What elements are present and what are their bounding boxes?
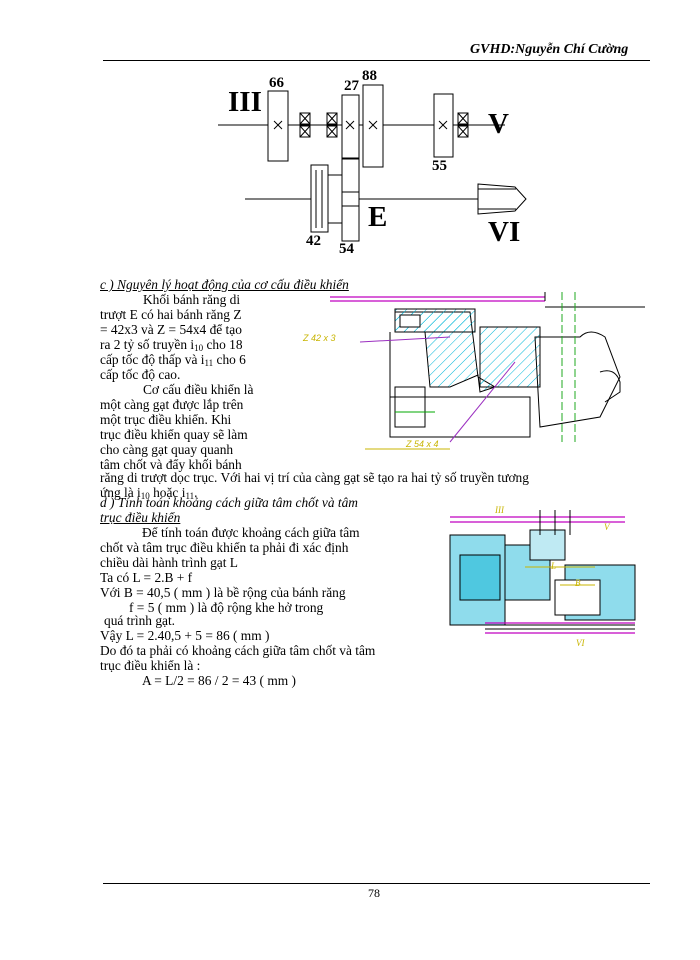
section-label-vi: VI (576, 638, 585, 648)
section-label-v: V (604, 522, 610, 532)
section-d-line: f = 5 ( mm ) là độ rộng khe hở trong (129, 600, 324, 615)
fork-label-z42: Z 42 x 3 (303, 333, 336, 343)
gear-55-label: 55 (432, 158, 447, 174)
fork-drawing (330, 292, 645, 450)
header-advisor: GVHD:Nguyễn Chí Cường (470, 42, 629, 57)
section-d-line: trục điều khiển là : (100, 658, 201, 673)
section-d-line: Để tính toán được khoảng cách giữa tâm (142, 525, 360, 540)
section-c-line: cấp tốc độ cao. (100, 367, 181, 382)
section-c-line: trục điều khiển quay sẽ làm (100, 427, 248, 442)
section-d-line: Với B = 40,5 ( mm ) là bề rộng của bánh … (100, 585, 346, 600)
shaft-vi-label: VI (488, 216, 521, 248)
section-c-line: = 42x3 và Z = 54x4 để tạo (100, 322, 242, 337)
section-d-title: trục điều khiển (100, 510, 181, 525)
section-d-line: chiều dài hành trình gạt L (100, 555, 238, 570)
section-d-line: chốt và tâm trục điều khiển ta phải đi x… (100, 540, 349, 555)
section-c-line: Cơ cấu điều khiển là (143, 382, 254, 397)
block-e-label: E (368, 201, 388, 233)
gear-42-label: 42 (306, 233, 321, 249)
section-label-l: L (551, 561, 557, 571)
section-c-line: răng di trượt dọc trục. Với hai vị trí c… (100, 470, 529, 485)
gear-54-label: 54 (339, 241, 354, 257)
gear-diagram (218, 84, 527, 242)
section-d-line: Vậy L = 2.40,5 + 5 = 86 ( mm ) (100, 628, 270, 643)
section-c-line: Khối bánh răng di (143, 292, 241, 307)
section-label-b: B (575, 578, 581, 588)
section-c-line: ứng là i10 hoặc i11. (100, 485, 198, 501)
gear-66-label: 66 (269, 75, 284, 91)
section-c-line: cho càng gạt quay quanh (100, 442, 234, 457)
section-d-line: A = L/2 = 86 / 2 = 43 ( mm ) (142, 673, 296, 688)
section-d-title: d ) Tính toán khoảng cách giữa tâm chốt … (100, 495, 358, 510)
section-c-line: trượt E có hai bánh răng Z (100, 307, 242, 322)
section-d-line: Ta có L = 2.B + f (100, 570, 193, 585)
section-c-title: c ) Nguyên lý hoạt động của cơ cấu điều … (100, 277, 349, 292)
page-number: 78 (368, 886, 380, 900)
fork-label-z54: Z 54 x 4 (406, 439, 439, 449)
section-c-line: cấp tốc độ thấp và i11 cho 6 (100, 352, 246, 368)
header-rule (103, 60, 650, 61)
section-drawing (449, 510, 636, 634)
section-c-line: một trục điều khiển. Khi (100, 412, 232, 427)
section-d-line: quá trình gạt. (104, 613, 176, 628)
section-c-line: ra 2 tỷ số truyền i10 cho 18 (100, 337, 243, 353)
section-c-line: tâm chốt và đẩy khối bánh (100, 457, 242, 472)
section-label-iii: III (495, 505, 504, 515)
gear-27-label: 27 (344, 78, 359, 94)
shaft-v-label: V (488, 108, 509, 140)
gear-88-label: 88 (362, 68, 377, 84)
footer-rule (103, 883, 650, 884)
section-c-line: một càng gạt được lắp trên (100, 397, 244, 412)
shaft-iii-label: III (228, 86, 262, 118)
section-d-line: Do đó ta phải có khoảng cách giữa tâm ch… (100, 643, 376, 658)
